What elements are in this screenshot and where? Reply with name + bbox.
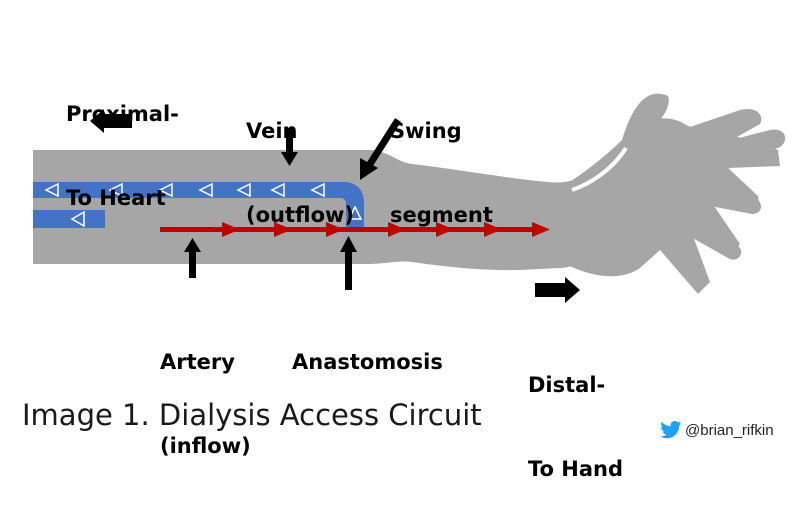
dialysis-circuit-diagram [33,93,786,303]
swing-segment-label: Swing segment [390,61,493,257]
proximal-label-line2: To Heart [66,186,166,210]
anastomosis-label: Anastomosis [292,292,443,404]
twitter-handle-text: @brian_rifkin [685,421,774,439]
anastomosis-pointer-arrow [340,236,357,290]
finger-index [690,108,762,142]
anastomosis-label-text: Anastomosis [292,350,443,374]
vein-flow-arrows [44,182,363,228]
arm-silhouette [33,93,786,295]
distal-label-line1: Distal- [528,373,606,397]
upper-arm-shape [33,150,620,271]
vein-outflow [33,182,364,228]
thumb [622,93,669,140]
artery-label-line2: (inflow) [160,434,251,458]
distal-label: Distal- To Hand [528,315,623,511]
vein-label: Vein (outflow) [246,61,354,257]
distal-label-line2: To Hand [528,457,624,481]
finger-ring [700,180,761,214]
swing-pointer-arrow [360,118,401,180]
vein-label-line2: (outflow) [246,203,355,227]
swing-label-line1: Swing [390,119,462,143]
figure-caption: Image 1. Dialysis Access Circuit [22,398,482,432]
proximal-label: Proximal- To Heart [66,44,179,240]
swing-label-line2: segment [390,203,493,227]
distal-direction-arrow [535,277,580,303]
proximal-label-line1: Proximal- [66,102,179,126]
finger-middle [700,129,786,172]
proximal-direction-arrow [90,109,132,133]
artery-line [160,227,540,232]
finger-pinky [682,214,742,260]
social-handle[interactable]: @brian_rifkin [660,421,774,439]
vein-label-line1: Vein [246,119,298,143]
thumb-crease [571,146,628,192]
artery-pointer-arrow [184,238,201,278]
pointer-arrows [90,109,580,303]
artery-label: Artery (inflow) [160,292,251,488]
artery-label-line1: Artery [160,350,235,374]
artery-inflow [160,222,550,237]
vein-lower-stub [33,210,105,228]
twitter-bird-icon [660,421,682,439]
vein-pointer-arrow [281,128,298,166]
artery-flow-arrows [222,222,550,237]
